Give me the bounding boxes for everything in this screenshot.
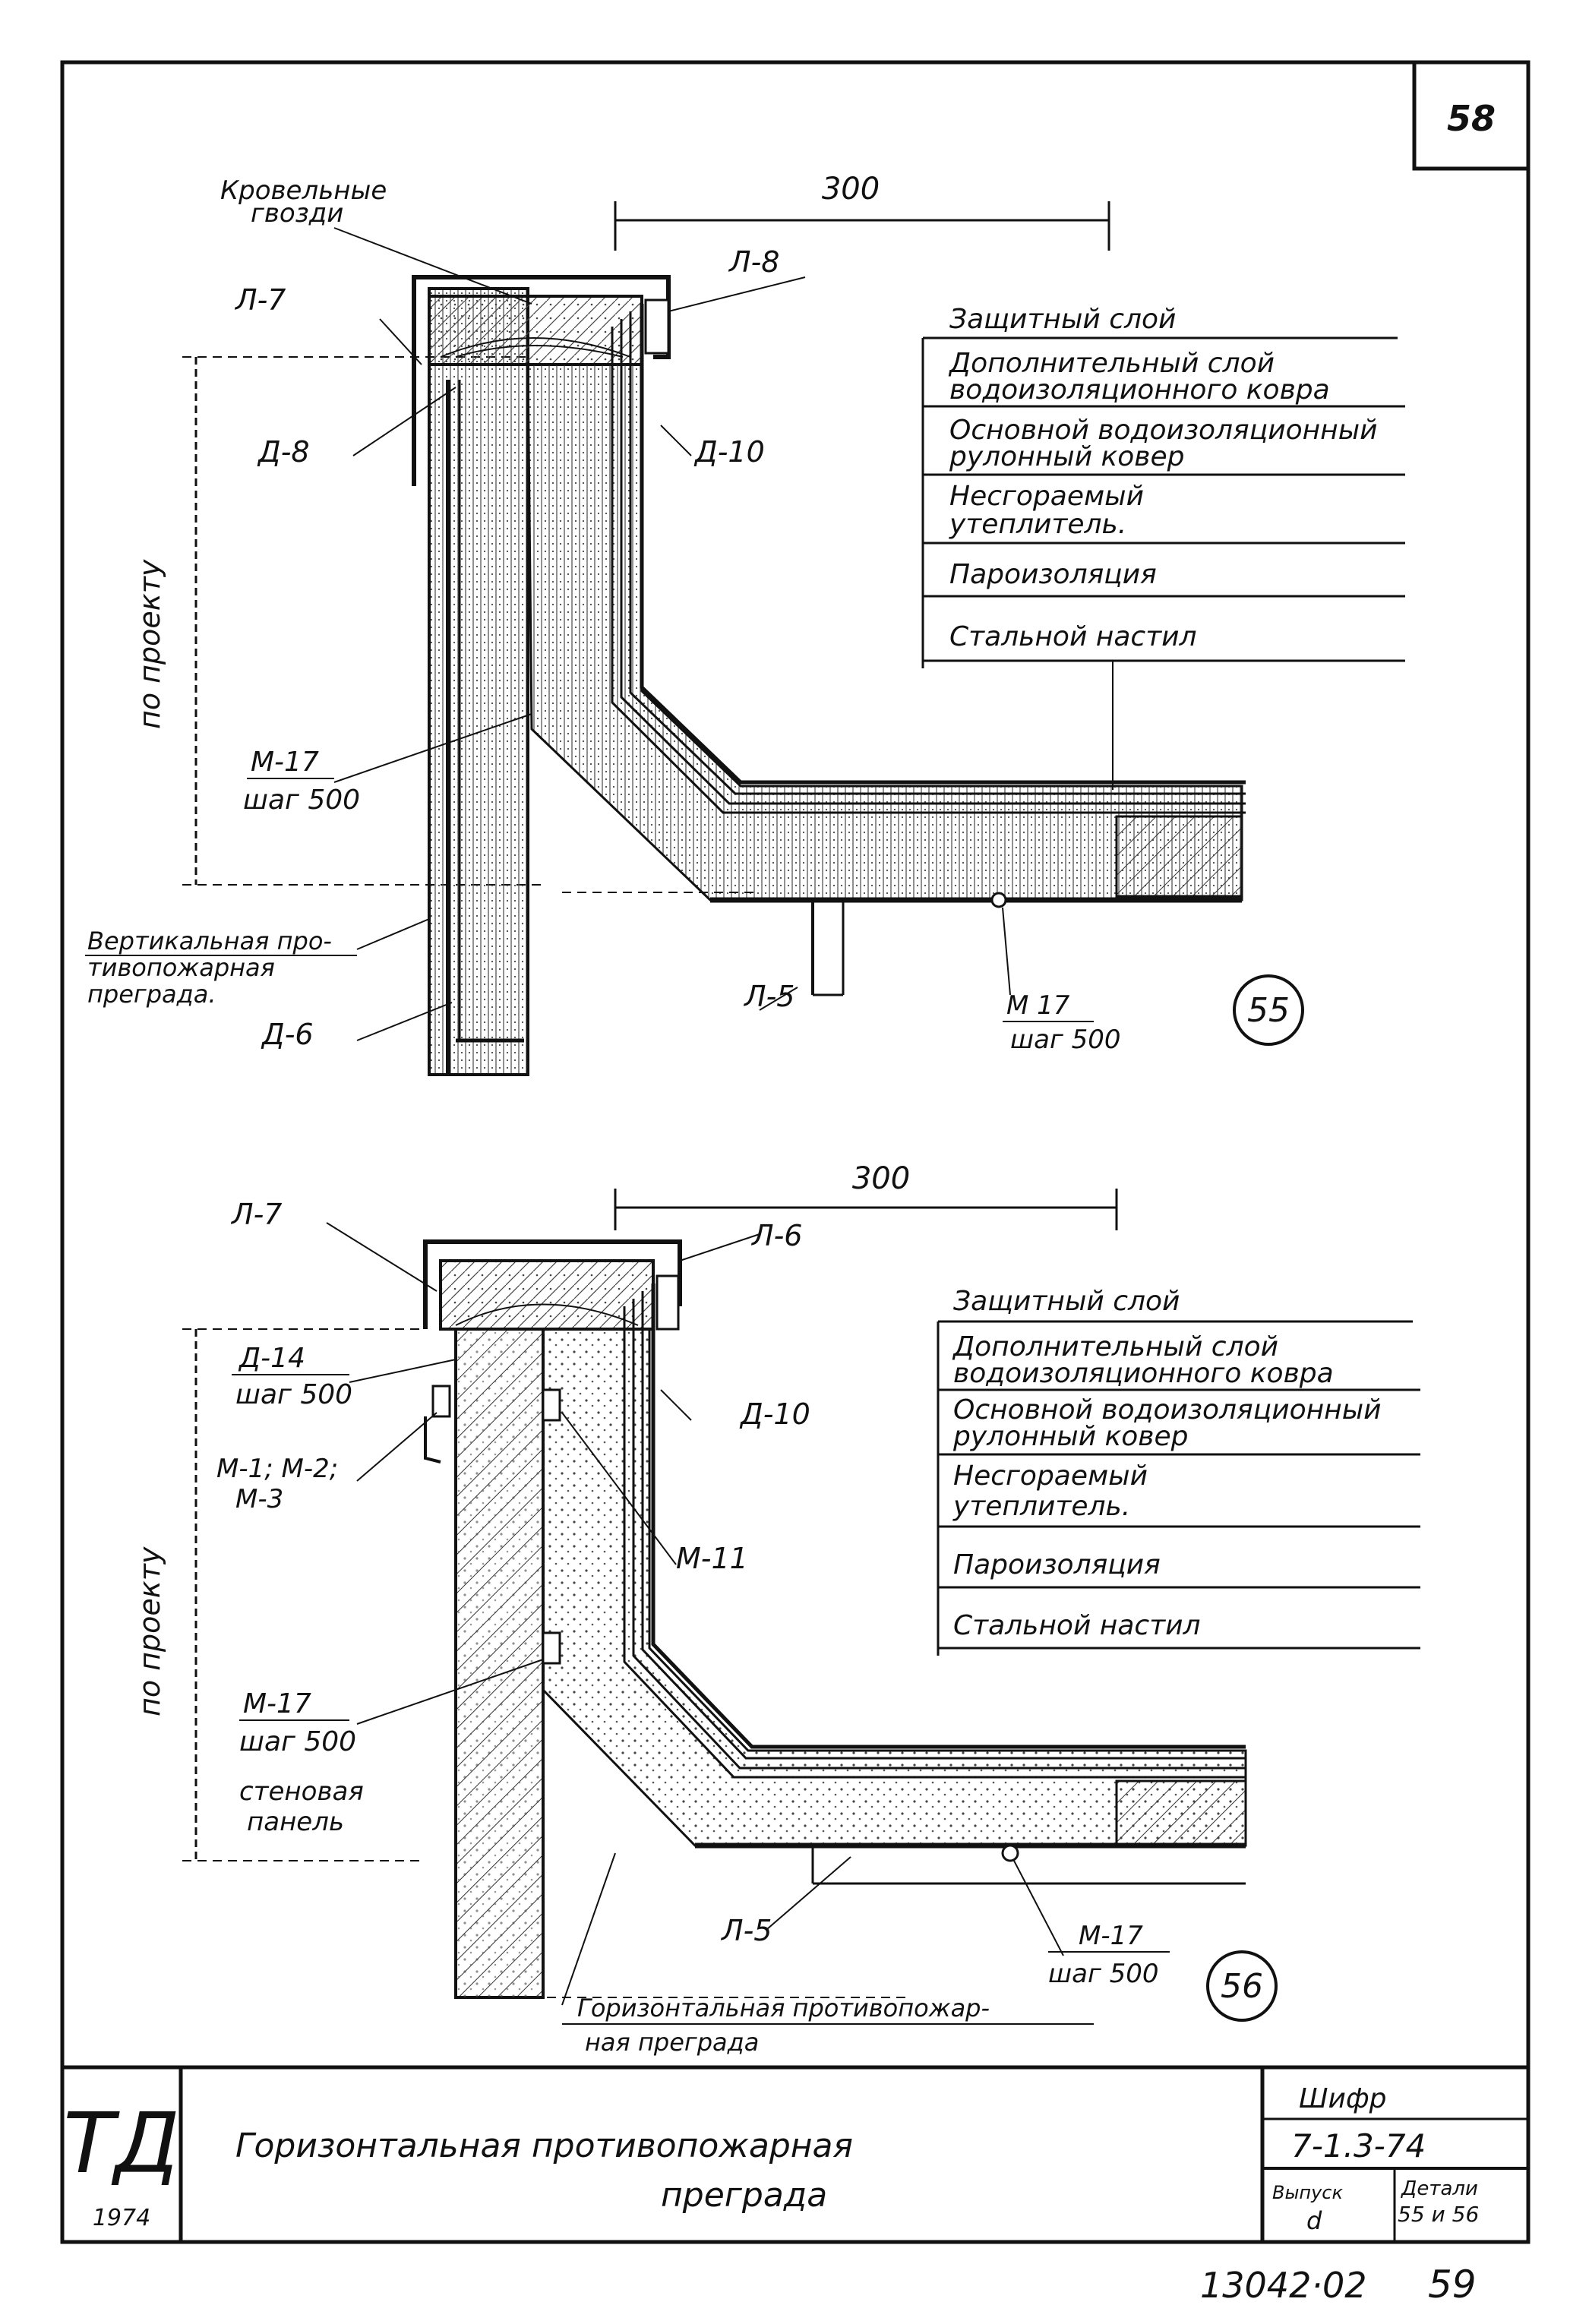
title-line-2: преграда	[661, 2176, 827, 2215]
layer2-main-1: Основной водоизоляционный	[953, 1394, 1382, 1426]
layer-nonflammable-1: Несгораемый	[949, 481, 1144, 512]
sheet-number: 58	[1447, 98, 1496, 139]
dim-300-top-label: 300	[822, 172, 880, 207]
hatched-block-top	[1115, 815, 1243, 898]
by-project-label-top: по проекту	[133, 559, 166, 729]
label-M11: М-11	[676, 1542, 748, 1575]
layer2-additional-2: водоизоляционного ковра	[953, 1358, 1334, 1389]
series-label: Шифр	[1299, 2083, 1387, 2114]
layer-additional-1: Дополнительный слой	[948, 348, 1275, 379]
label-step500b-top: шаг 500	[1010, 1025, 1121, 1055]
dimension-by-project-bottom	[182, 1328, 425, 1861]
label-L5-top: Л-5	[743, 980, 794, 1013]
label-L8-top: Л-8	[728, 245, 779, 279]
layer-main-1: Основной водоизоляционный	[949, 415, 1378, 446]
logo-year: 1974	[93, 2205, 150, 2231]
vertical-barrier-wall	[428, 287, 529, 1076]
title-line-1: Горизонтальная противопожарная	[235, 2127, 853, 2165]
label-vbarrier-2: тивопожарная	[87, 953, 275, 982]
label-D8-top: Д-8	[257, 435, 310, 469]
layer-table-top	[921, 336, 1405, 790]
layer2-nonflammable-1: Несгораемый	[953, 1460, 1148, 1492]
label-vbarrier-3: преграда.	[87, 980, 216, 1009]
coping-flashing-bottom	[423, 1239, 682, 1329]
label-vbarrier-1: Вертикальная про-	[87, 927, 332, 955]
label-M123-1: М-1; М-2;	[216, 1454, 338, 1484]
detail-1: 300 по проекту	[85, 172, 1405, 1076]
label-roof-nails-1: Кровельные	[220, 175, 387, 206]
footer-page: 59	[1428, 2262, 1477, 2307]
layer-main-2: рулонный ковер	[949, 441, 1185, 472]
detail-ref-label: Детали	[1401, 2177, 1478, 2200]
label-M17c-bottom: М-17	[1079, 1921, 1143, 1951]
label-M17-bottom: М-17	[243, 1688, 311, 1719]
layer-protective: Защитный слой	[949, 304, 1176, 335]
logo-td: ТД	[63, 2095, 179, 2192]
detail-marker-55-label: 55	[1247, 991, 1290, 1030]
footer-code: 13042·02	[1200, 2265, 1367, 2306]
label-hbarrier-1: Горизонтальная противопожар-	[577, 1994, 990, 2022]
layer2-vapour-barrier: Пароизоляция	[953, 1549, 1161, 1580]
label-D10-bottom: Д-10	[739, 1397, 810, 1431]
label-M123-2: М-3	[235, 1484, 283, 1514]
label-L7-top: Л-7	[234, 283, 286, 317]
layer2-nonflammable-2: утеплитель.	[952, 1491, 1130, 1522]
label-D14: Д-14	[238, 1343, 305, 1374]
label-L5-bottom: Л-5	[720, 1914, 772, 1947]
label-step500c-bottom: шаг 500	[1048, 1959, 1159, 1989]
label-step500-top: шаг 500	[243, 785, 360, 816]
dim-300-bottom-label: 300	[852, 1161, 910, 1196]
sheet-frame	[60, 60, 1531, 2244]
layer2-steel-deck: Стальной настил	[953, 1610, 1201, 1641]
layer-table-bottom	[937, 1320, 1420, 1656]
layer2-additional-1: Дополнительный слой	[952, 1331, 1278, 1363]
detail-2: 300 по проекту	[133, 1161, 1420, 2057]
label-step500b-bottom: шаг 500	[239, 1726, 356, 1757]
detail-marker-56	[1206, 1950, 1278, 2022]
dimension-300-bottom	[614, 1189, 1118, 1230]
layer2-protective: Защитный слой	[953, 1286, 1180, 1317]
layer-steel-deck: Стальной настил	[949, 621, 1197, 652]
detail-marker-56-label: 56	[1221, 1967, 1263, 2006]
detail-marker-55	[1233, 974, 1304, 1046]
label-wall-panel-2: панель	[247, 1807, 344, 1837]
label-L7-bottom: Л-7	[230, 1198, 282, 1231]
series-value: 7-1.3-74	[1291, 2127, 1426, 2165]
detail-ref-value: 55 и 56	[1398, 2202, 1479, 2227]
hatched-block-bottom	[1115, 1779, 1247, 1847]
coping-flashing-top	[412, 275, 671, 486]
issue-value: d	[1306, 2206, 1322, 2235]
label-D10-top: Д-10	[693, 435, 765, 469]
label-D6-top: Д-6	[261, 1018, 314, 1051]
layer-vapour-barrier: Пароизоляция	[949, 559, 1157, 590]
label-L6-bottom: Л-6	[750, 1219, 802, 1252]
by-project-label-bottom: по проекту	[133, 1546, 166, 1716]
label-wall-panel-1: стеновая	[239, 1776, 364, 1807]
dimension-300-top	[614, 201, 1110, 251]
label-M17b-top: М 17	[1006, 990, 1070, 1021]
layer2-main-2: рулонный ковер	[952, 1421, 1189, 1452]
label-hbarrier-2: ная преграда	[585, 2028, 759, 2057]
label-step500-d14: шаг 500	[235, 1379, 352, 1410]
layer-additional-2: водоизоляционного ковра	[949, 374, 1330, 406]
layer-nonflammable-2: утеплитель.	[949, 509, 1126, 540]
label-M17-top: М-17	[251, 747, 319, 778]
issue-label: Выпуск	[1272, 2182, 1344, 2203]
label-roof-nails-2: гвозди	[251, 198, 343, 229]
